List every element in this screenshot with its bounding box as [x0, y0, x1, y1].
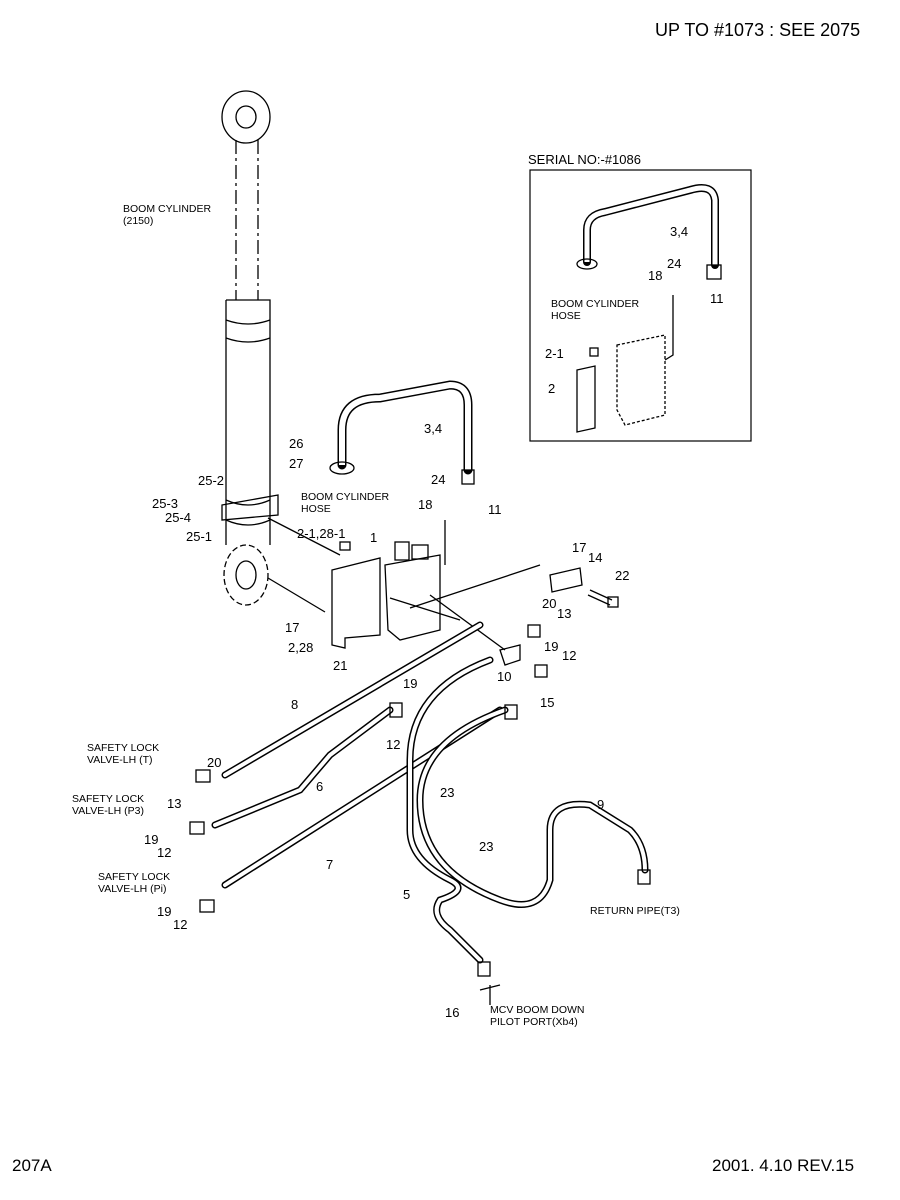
callout: 12 — [173, 917, 188, 932]
callout: 24 — [431, 472, 446, 487]
callout: 13 — [557, 606, 572, 621]
callout: 6 — [316, 779, 324, 794]
callout: 2-1,28-1 — [297, 526, 346, 541]
safety-lock-pi-note: SAFETY LOCK VALVE-LH (Pi) — [98, 871, 171, 895]
safety-lock-p3-note: SAFETY LOCK VALVE-LH (P3) — [72, 793, 145, 817]
callout: 19 — [144, 832, 159, 847]
inset-drawing — [576, 184, 722, 433]
inset-callout: 3,4 — [670, 224, 689, 239]
callout: 12 — [157, 845, 172, 860]
boom-cylinder — [221, 90, 271, 606]
callout: 17 — [285, 620, 300, 635]
callout: 10 — [497, 669, 512, 684]
inset-title: SERIAL NO:-#1086 — [528, 152, 641, 167]
callout: 2,28 — [288, 640, 314, 655]
callout: 14 — [588, 550, 603, 565]
inset-callout: 2-1 — [545, 346, 564, 361]
callout: 12 — [562, 648, 577, 663]
callout: 19 — [403, 676, 418, 691]
boom-cylinder-note: BOOM CYLINDER (2150) — [123, 203, 212, 227]
callout: 22 — [615, 568, 630, 583]
inset-boom-hose-note: BOOM CYLINDER HOSE — [551, 298, 640, 322]
reference-note: UP TO #1073 : SEE 2075 — [655, 20, 861, 40]
callout: 11 — [488, 502, 502, 517]
boom-cylinder-hose — [329, 380, 475, 485]
callout: 16 — [445, 1005, 460, 1020]
revision-label: 2001. 4.10 REV.15 — [712, 1156, 855, 1175]
callout: 25-2 — [198, 473, 225, 488]
inset-callout: 11 — [710, 291, 724, 306]
callout: 17 — [572, 540, 587, 555]
callout: 20 — [207, 755, 222, 770]
callout: 26 — [289, 436, 304, 451]
callout: 25-4 — [165, 510, 192, 525]
callout: 19 — [544, 639, 559, 654]
callout: 1 — [370, 530, 378, 545]
hoses — [211, 621, 649, 964]
callout: 23 — [440, 785, 455, 800]
inset-callout: 18 — [648, 268, 663, 283]
callout: 12 — [386, 737, 401, 752]
inset-callout: 24 — [667, 256, 682, 271]
callout: 18 — [418, 497, 433, 512]
inset-callout: 2 — [548, 381, 556, 396]
callout: 9 — [597, 797, 605, 812]
callout: 21 — [333, 658, 348, 673]
mcv-note: MCV BOOM DOWN PILOT PORT(Xb4) — [490, 1004, 585, 1028]
boom-hose-note: BOOM CYLINDER HOSE — [301, 491, 390, 515]
callout: 7 — [326, 857, 334, 872]
callout: 25-1 — [186, 529, 213, 544]
safety-lock-t-note: SAFETY LOCK VALVE-LH (T) — [87, 742, 160, 766]
callout: 3,4 — [424, 421, 443, 436]
callout: 19 — [157, 904, 172, 919]
callout: 23 — [479, 839, 494, 854]
return-pipe-note: RETURN PIPE(T3) — [590, 905, 680, 917]
callout: 25-3 — [152, 496, 179, 511]
inset-frame — [529, 169, 752, 442]
page-code: 207A — [12, 1156, 52, 1175]
callout: 27 — [289, 456, 304, 471]
callout: 13 — [167, 796, 182, 811]
callout: 20 — [542, 596, 557, 611]
callout: 15 — [540, 695, 555, 710]
callout: 8 — [291, 697, 299, 712]
callout: 5 — [403, 887, 411, 902]
